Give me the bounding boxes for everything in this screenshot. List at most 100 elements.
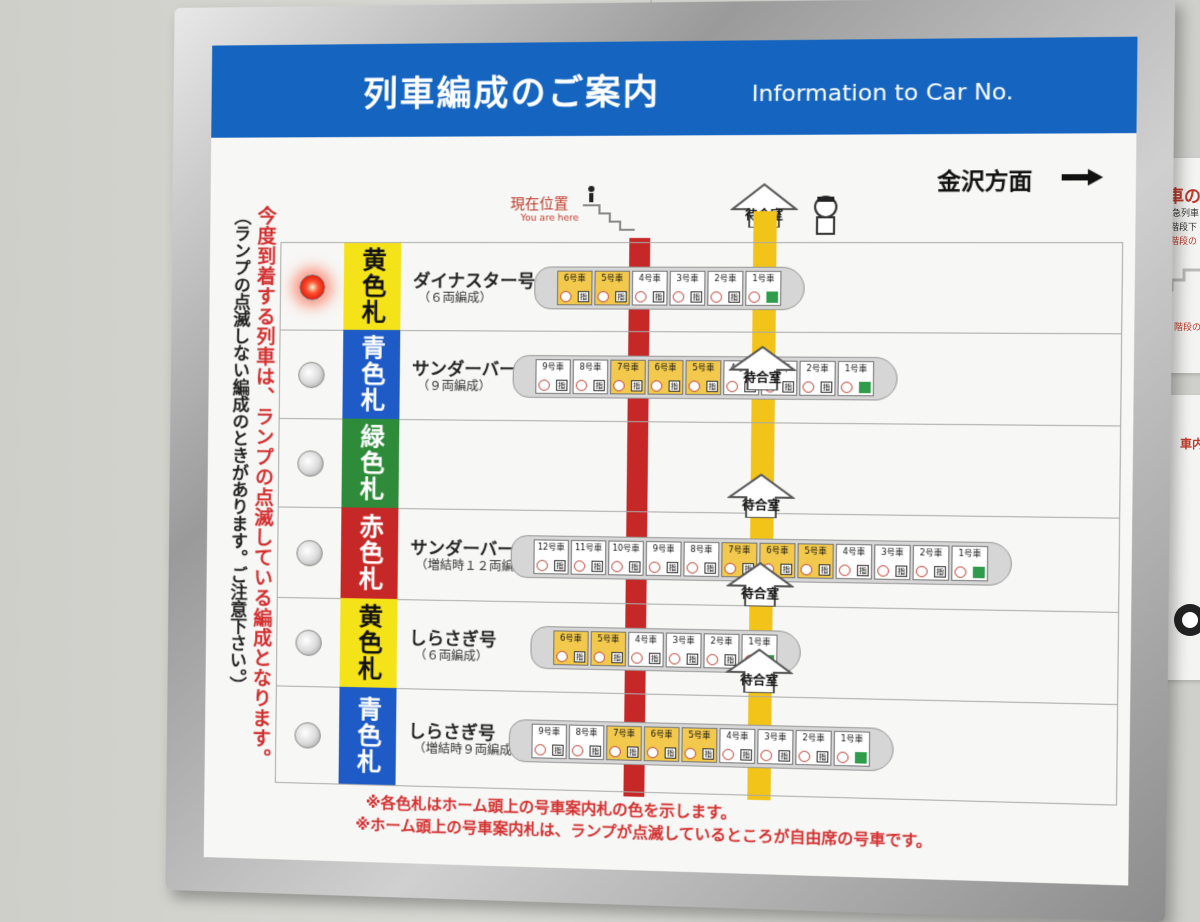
car-number: 1号車 <box>746 273 780 284</box>
car-number: 6号車 <box>760 545 794 557</box>
car-box: 1号車 <box>834 731 871 767</box>
train-row: 赤色札サンダーバード号（増結時１２両編成）12号車指11号車指10号車指9号車指… <box>278 506 1119 612</box>
car-box: 12号車指 <box>533 539 569 574</box>
car-number: 4号車 <box>837 546 871 558</box>
waiting-room-marker: 待合室 <box>728 345 796 391</box>
train-formation: （６両編成） <box>414 646 488 665</box>
lamp-unlit <box>295 629 322 656</box>
green-car-icon <box>859 382 871 393</box>
car-number: 7号車 <box>611 362 645 373</box>
reserved-seat-icon: 指 <box>817 751 829 763</box>
car-number: 12号車 <box>535 541 568 553</box>
board-header: 列車編成のご案内 Information to Car No. <box>211 37 1137 138</box>
car-number: 9号車 <box>647 543 681 555</box>
car-box: 5号車指 <box>685 360 721 395</box>
poster-line: 階段の <box>1170 234 1197 247</box>
car-box: 6号車指 <box>553 630 589 665</box>
waiting-room-label: 待合室 <box>725 671 793 690</box>
color-tag: 青色札 <box>339 687 397 785</box>
lamp-unlit <box>298 362 325 388</box>
reserved-seat-icon: 指 <box>665 747 677 759</box>
no-smoking-icon <box>574 560 586 571</box>
no-smoking-icon <box>597 291 609 302</box>
reserved-seat-icon: 指 <box>728 291 740 302</box>
no-smoking-icon <box>837 752 849 764</box>
no-smoking-icon <box>535 744 547 755</box>
board-title-en: Information to Car No. <box>752 80 1014 108</box>
lamp-unlit <box>297 450 324 476</box>
car-number: 6号車 <box>649 362 683 373</box>
no-smoking-icon <box>801 564 813 576</box>
car-number: 11号車 <box>572 542 605 554</box>
no-smoking-icon <box>802 381 814 392</box>
car-box: 2号車指 <box>913 545 950 581</box>
car-number: 7号車 <box>722 544 756 556</box>
car-number: 9号車 <box>537 361 570 372</box>
no-smoking-icon <box>760 750 772 762</box>
car-box: 3号車指 <box>669 271 705 306</box>
car-number: 4号車 <box>633 273 667 284</box>
reserved-seat-icon: 指 <box>895 565 907 577</box>
reserved-seat-icon: 指 <box>593 380 605 391</box>
car-box: 7号車指 <box>606 725 642 761</box>
car-number: 5号車 <box>799 545 833 557</box>
lamp-unlit <box>294 722 321 749</box>
car-number: 2号車 <box>914 547 949 559</box>
reserved-seat-icon: 指 <box>578 291 590 302</box>
information-board: 列車編成のご案内 Information to Car No. 金沢方面 今度到… <box>204 37 1138 886</box>
train-row: 黄色札ダイナスター号（６両編成）6号車指5号車指4号車指3号車指2号車指1号車 <box>281 243 1123 334</box>
color-tag: 青色札 <box>342 330 400 419</box>
reserved-seat-icon: 指 <box>574 651 586 662</box>
no-smoking-icon <box>722 749 734 761</box>
car-number: 6号車 <box>645 728 679 740</box>
car-box: 1号車 <box>745 271 781 306</box>
car-box: 7号車指 <box>610 360 646 395</box>
green-car-icon <box>973 567 985 579</box>
poster-line: 階段下 <box>1170 220 1197 233</box>
no-smoking-icon <box>707 654 719 666</box>
car-box: 6号車指 <box>557 271 593 306</box>
train-formation: （９両編成） <box>417 377 491 395</box>
waiting-room-marker: 待合室 <box>725 647 793 694</box>
car-box: 2号車指 <box>707 271 743 306</box>
you-are-here-label-en: You are here <box>521 213 579 223</box>
car-box: 6号車指 <box>644 726 680 762</box>
car-number: 1号車 <box>953 548 988 560</box>
car-box: 5号車指 <box>797 543 834 579</box>
no-smoking-icon <box>560 291 572 302</box>
no-smoking-icon <box>647 747 659 759</box>
reserved-seat-icon: 指 <box>706 381 718 392</box>
no-smoking-icon <box>631 652 643 663</box>
reserved-seat-icon: 指 <box>778 750 790 762</box>
color-tag: 黄色札 <box>340 598 398 688</box>
no-smoking-icon <box>673 291 685 302</box>
notice-caution: （ランプの点滅しない編成のときがあります。ご注意下さい。） <box>223 208 253 694</box>
waiting-room-marker: 待合室 <box>727 472 795 518</box>
no-smoking-icon <box>748 291 760 302</box>
no-smoking-icon <box>669 653 681 665</box>
poster-title: 車内 <box>1180 435 1200 452</box>
no-smoking-icon <box>687 562 699 573</box>
board-title-ja: 列車編成のご案内 <box>363 64 661 116</box>
car-box: 1号車 <box>838 361 875 396</box>
car-number: 5号車 <box>683 729 717 741</box>
no-smoking-icon <box>710 291 722 302</box>
reserved-seat-icon: 指 <box>669 380 681 391</box>
car-box: 6号車指 <box>648 360 684 395</box>
poster-line: 階段の <box>1174 320 1200 333</box>
train-row: 青色札しらさぎ号（増結時９両編成）9号車指8号車指7号車指6号車指5号車指4号車… <box>276 685 1117 805</box>
car-box: 8号車指 <box>683 542 719 577</box>
reserved-seat-icon: 指 <box>631 380 643 391</box>
car-box: 8号車指 <box>569 725 605 761</box>
car-number: 1号車 <box>743 636 777 648</box>
no-smoking-icon <box>536 560 548 571</box>
reserved-seat-icon: 指 <box>629 561 641 572</box>
car-number: 8号車 <box>570 727 603 739</box>
car-box: 5号車指 <box>590 631 626 666</box>
no-smoking-icon <box>635 291 647 302</box>
train-diagram: 9号車指8号車指7号車指6号車指5号車指4号車指3号車指2号車指1号車 <box>509 719 894 772</box>
train-diagram: 9号車指8号車指7号車指6号車指5号車指4号車指3号車指2号車指1号車 <box>512 355 897 401</box>
car-number: 2号車 <box>797 732 831 744</box>
car-box: 2号車指 <box>799 361 836 396</box>
no-smoking-icon <box>613 380 625 391</box>
